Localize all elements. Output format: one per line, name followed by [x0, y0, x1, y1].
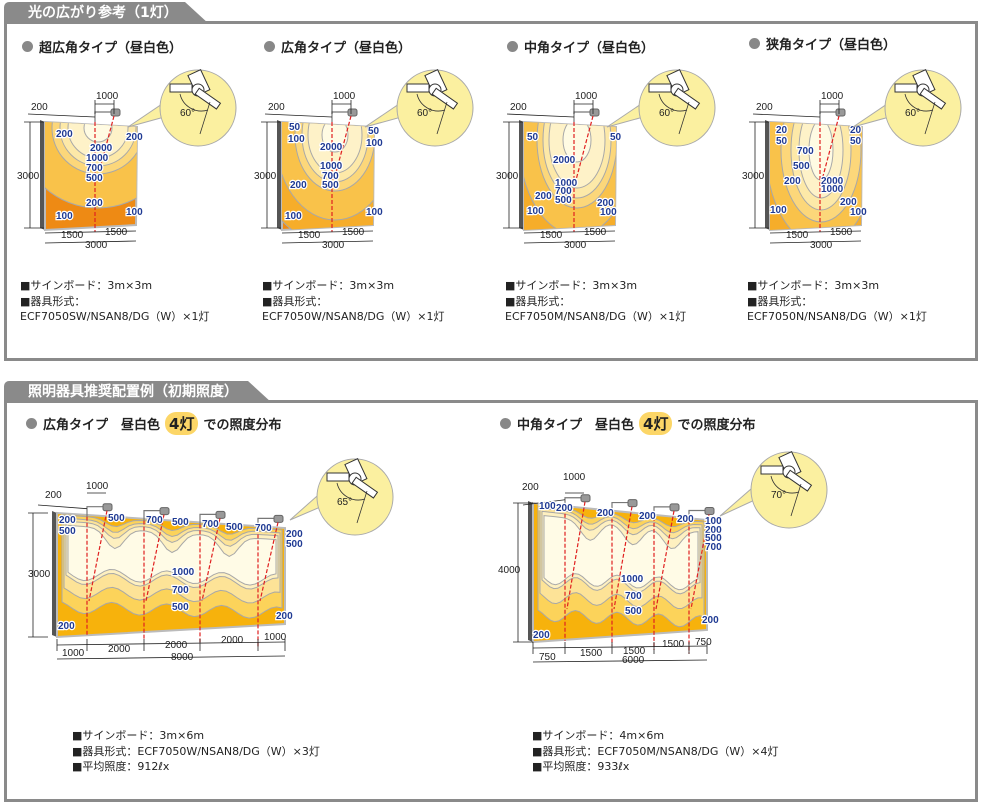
section-tab-recommended-layout: 照明器具推奨配置例（初期照度） — [4, 381, 272, 403]
title-text: 狭角タイプ（昼白色） — [766, 38, 897, 53]
bullet-icon — [500, 418, 511, 429]
diagram-title-super-wide: 超広角タイプ（昼白色） — [22, 37, 182, 56]
spec-medium: ■サインボード：3m×3m ■器具形式： ECF7050M/NSAN8/DG（W）×… — [505, 278, 686, 325]
lamp-count-badge: 4灯 — [639, 412, 673, 435]
spec-line: ■器具形式：ECF7050W/NSAN8/DG（W）×3灯 — [72, 744, 320, 758]
spec-line: ■平均照度：933ℓx — [532, 760, 630, 773]
layout-title-wide: 広角タイプ 昼白色 4灯での照度分布 — [26, 412, 281, 435]
spec-layout-wide: ■サインボード：3m×6m ■器具形式：ECF7050W/NSAN8/DG（W）×… — [72, 728, 320, 775]
spec-line: ■サインボード：3m×3m — [747, 279, 880, 292]
spec-layout-medium: ■サインボード：4m×6m ■器具形式：ECF7050M/NSAN8/DG（W）×… — [532, 728, 779, 775]
spec-line: ECF7050M/NSAN8/DG（W）×1灯 — [505, 310, 687, 323]
diagram-title-medium: 中角タイプ（昼白色） — [507, 37, 654, 56]
title-text: での照度分布 — [203, 418, 282, 433]
lamp-count-badge: 4灯 — [165, 412, 199, 435]
spec-line: ■器具形式： — [262, 294, 328, 308]
spec-line: ■サインボード：3m×3m — [20, 279, 153, 292]
title-text: 超広角タイプ（昼白色） — [39, 41, 183, 56]
spec-line: ■サインボード：3m×6m — [72, 729, 205, 742]
title-text: 中角タイプ（昼白色） — [524, 41, 655, 56]
bullet-icon — [749, 38, 760, 49]
spec-wide: ■サインボード：3m×3m ■器具形式： ECF7050W/NSAN8/DG（W）×… — [262, 278, 445, 325]
bullet-icon — [507, 41, 518, 52]
spec-super-wide: ■サインボード：3m×3m ■器具形式： ECF7050SW/NSAN8/DG（W）… — [20, 278, 209, 325]
spec-line: ■器具形式： — [20, 294, 86, 308]
spec-line: ■器具形式：ECF7050M/NSAN8/DG（W）×4灯 — [532, 744, 779, 758]
diagram-title-narrow: 狭角タイプ（昼白色） — [749, 34, 896, 53]
bullet-icon — [26, 418, 37, 429]
title-text: 広角タイプ（昼白色） — [281, 41, 412, 56]
bullet-icon — [264, 41, 275, 52]
spec-narrow: ■サインボード：3m×3m ■器具形式： ECF7050N/NSAN8/DG（W）×… — [747, 278, 927, 325]
diagram-title-wide: 広角タイプ（昼白色） — [264, 37, 411, 56]
title-text: での照度分布 — [677, 418, 756, 433]
spec-line: ■器具形式： — [747, 294, 813, 308]
spec-line: ■サインボード：3m×3m — [262, 279, 395, 292]
spec-line: ■サインボード：3m×3m — [505, 279, 638, 292]
spec-line: ECF7050SW/NSAN8/DG（W）×1灯 — [20, 310, 210, 323]
spec-line: ECF7050N/NSAN8/DG（W）×1灯 — [747, 310, 927, 323]
title-text: 中角タイプ 昼白色 — [517, 418, 635, 433]
section-tab-light-spread: 光の広がり参考（1灯） — [4, 2, 209, 24]
spec-line: ■平均照度：912ℓx — [72, 760, 170, 773]
spec-line: ■サインボード：4m×6m — [532, 729, 665, 742]
spec-line: ECF7050W/NSAN8/DG（W）×1灯 — [262, 310, 445, 323]
bullet-icon — [22, 41, 33, 52]
layout-title-medium: 中角タイプ 昼白色 4灯での照度分布 — [500, 412, 755, 435]
spec-line: ■器具形式： — [505, 294, 571, 308]
title-text: 広角タイプ 昼白色 — [43, 418, 161, 433]
